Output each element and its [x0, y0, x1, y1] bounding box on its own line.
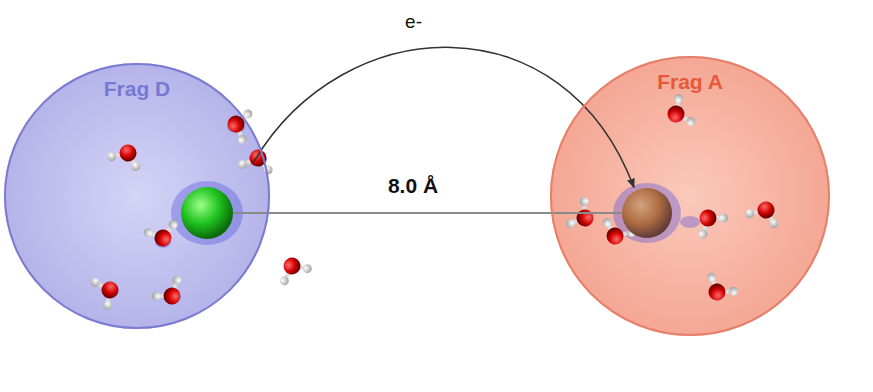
electron-transfer-arrow [254, 47, 634, 187]
fragment-circle: Frag A [550, 56, 830, 336]
fragment-title: Frag A [552, 70, 828, 94]
fragment-circle: Frag D [4, 63, 270, 329]
electron-label: e- [402, 11, 425, 33]
distance-label: 8.0 Å [385, 174, 441, 198]
fragment-title: Frag D [6, 77, 268, 101]
